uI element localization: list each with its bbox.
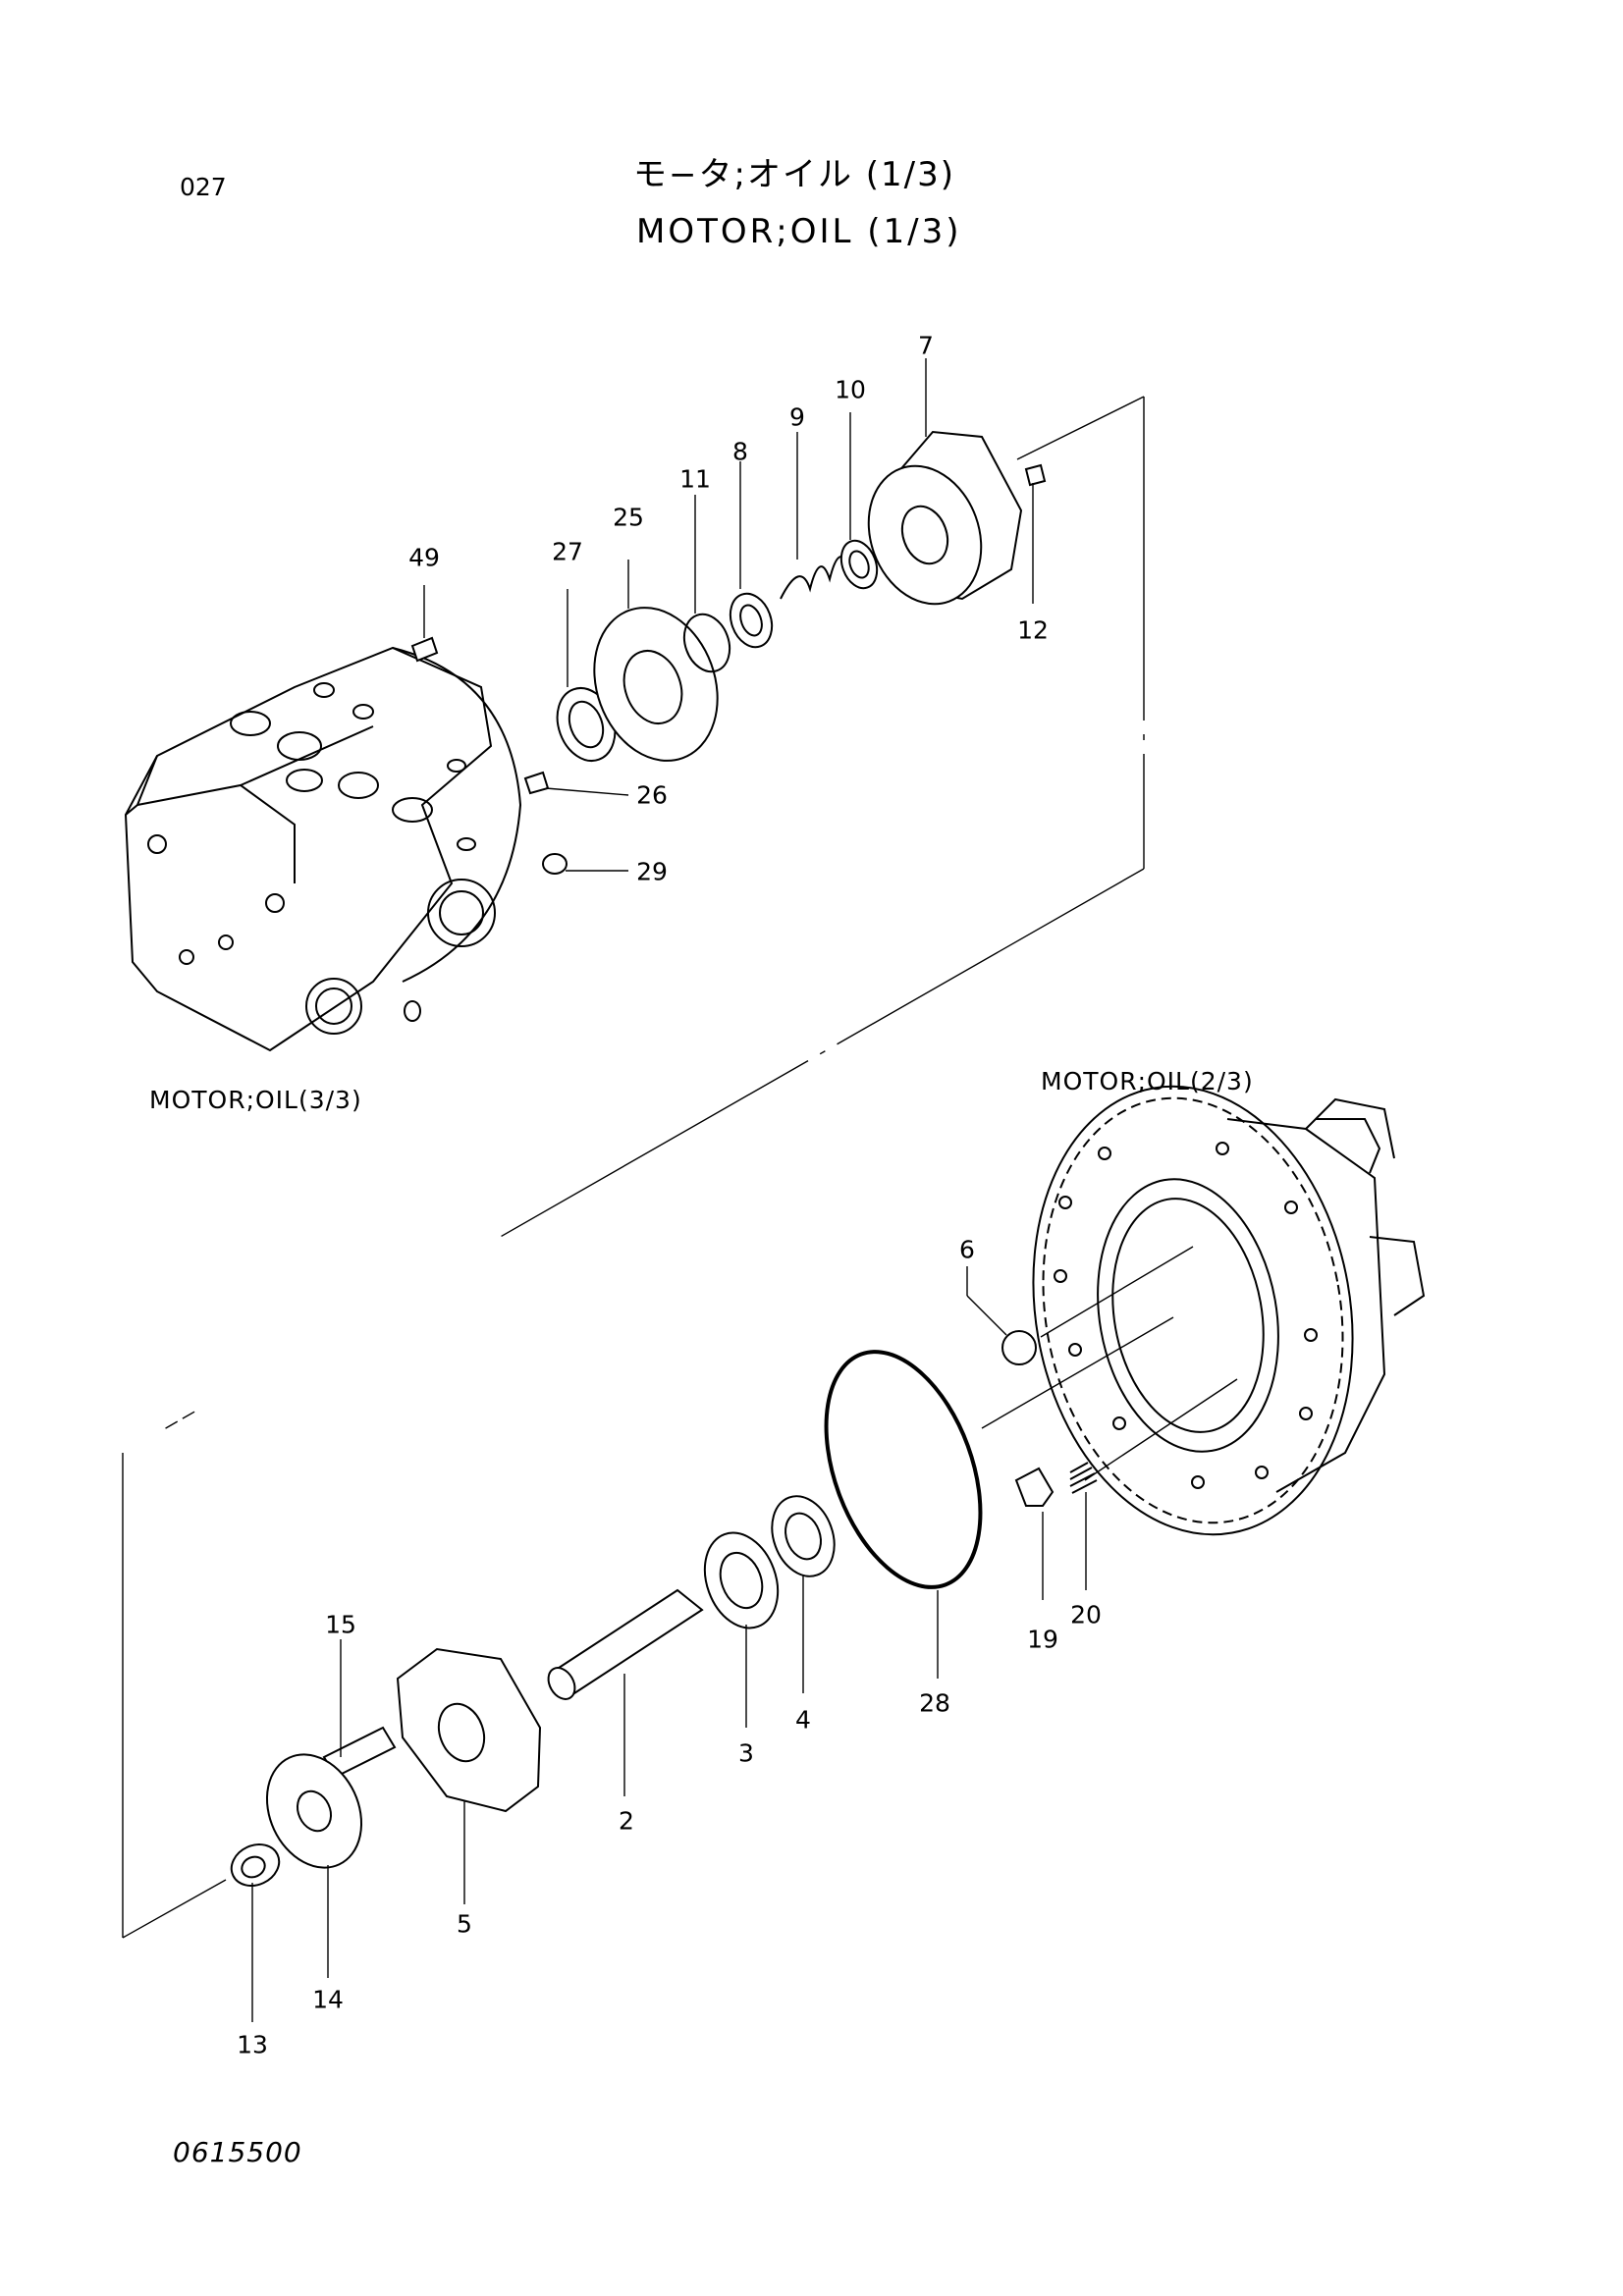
part-label: 9 <box>789 402 805 432</box>
part-5-swash-plate <box>396 1647 542 1904</box>
part-label: 29 <box>636 857 668 886</box>
part-25-valve-plate <box>593 560 719 762</box>
part-label: 14 <box>312 1985 344 2014</box>
part-49-pin <box>410 585 439 663</box>
motor-cover-housing <box>1032 1085 1426 1536</box>
motor-housing <box>124 646 522 1052</box>
drawing-code: 0615500 <box>173 2136 302 2168</box>
part-6-ball <box>966 1266 1037 1365</box>
part-label: 28 <box>919 1688 950 1718</box>
part-20-spring <box>1069 1462 1098 1590</box>
part-13-bearing <box>230 1843 281 2022</box>
part-label: 2 <box>619 1806 634 1836</box>
part-2-shaft <box>547 1588 704 1796</box>
part-label: 27 <box>552 537 583 566</box>
part-label: 15 <box>325 1610 356 1639</box>
part-12-pin <box>1024 463 1047 604</box>
part-label: 19 <box>1027 1625 1058 1654</box>
part-label: 7 <box>918 331 934 360</box>
part-label: 25 <box>613 503 644 532</box>
part-label: 49 <box>408 543 440 572</box>
reference-label-motor-oil-2-3: MOTOR;OIL(2/3) <box>1041 1067 1254 1095</box>
page-number: 027 <box>180 173 227 201</box>
part-label: 4 <box>795 1705 811 1735</box>
part-label: 20 <box>1070 1600 1102 1629</box>
part-15-pin <box>322 1639 397 1779</box>
part-label: 10 <box>835 375 866 404</box>
part-29-o-ring <box>542 853 628 875</box>
part-10-washer <box>839 412 879 590</box>
part-7-cylinder-block <box>867 358 1023 606</box>
part-label: 26 <box>636 780 668 810</box>
part-label: 3 <box>738 1738 754 1768</box>
part-3-bearing <box>703 1531 780 1728</box>
part-label: 5 <box>457 1909 472 1939</box>
part-label: 6 <box>959 1235 975 1264</box>
reference-label-motor-oil-3-3: MOTOR;OIL(3/3) <box>149 1086 362 1114</box>
part-8-washer <box>729 461 774 649</box>
part-26-pin <box>523 771 629 796</box>
part-14-plate <box>265 1753 363 1978</box>
part-19-plug <box>1014 1467 1055 1600</box>
part-label: 13 <box>237 2030 268 2059</box>
assembly-outline-lines <box>122 396 1238 1939</box>
part-11-snap-ring <box>682 495 731 673</box>
title-english: MOTOR;OIL (1/3) <box>636 212 962 251</box>
part-label: 8 <box>732 437 748 466</box>
part-label: 11 <box>679 464 711 494</box>
title-japanese: モ−タ;オイル (1/3) <box>633 155 955 194</box>
part-label: 12 <box>1017 615 1049 645</box>
part-4-bearing <box>771 1495 836 1693</box>
part-28-large-o-ring <box>824 1350 983 1679</box>
